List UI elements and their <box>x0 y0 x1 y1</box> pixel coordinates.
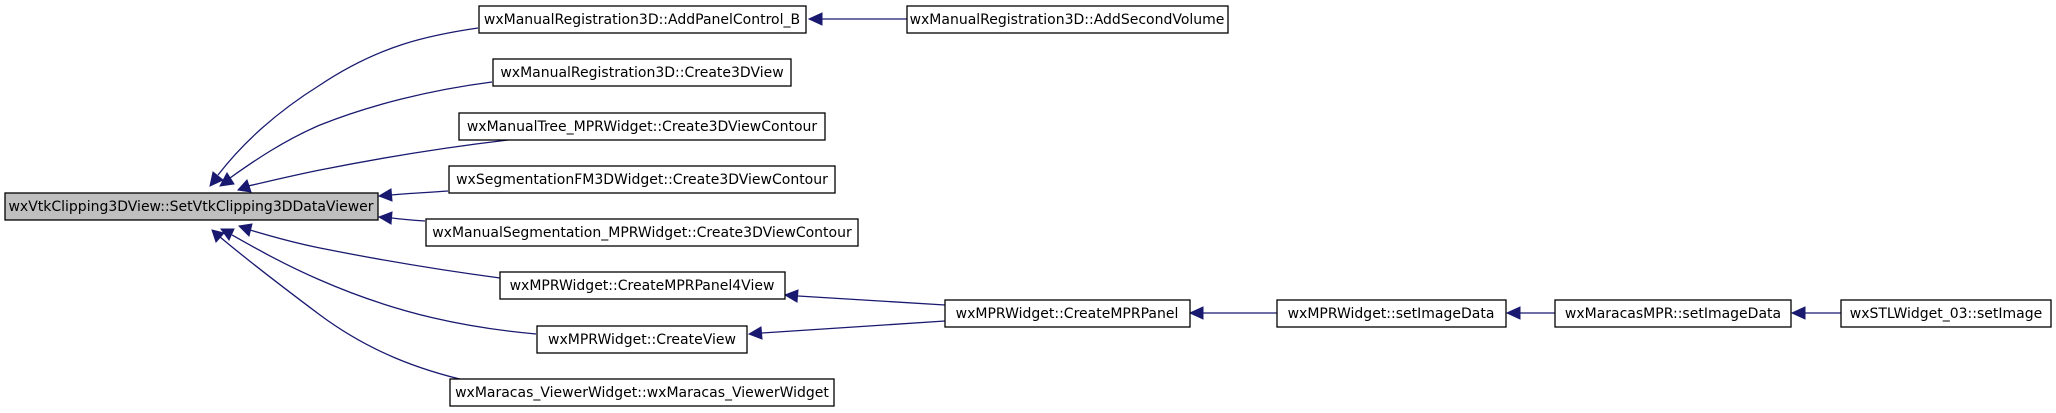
edge-n2-root-arrow <box>219 172 235 187</box>
edge-n11-n10-arrow <box>1505 306 1521 320</box>
edge-n4-root <box>391 190 449 196</box>
node-n1[interactable]: wxManualRegistration3D::AddPanelControl_… <box>478 5 807 34</box>
node-n4-label: wxSegmentationFM3DWidget::Create3DViewCo… <box>456 172 828 188</box>
node-n5-label: wxManualSegmentation_MPRWidget::Create3D… <box>432 225 852 241</box>
edge-n7-root <box>231 234 537 335</box>
edge-n6-root-arrow <box>237 223 253 237</box>
edge-n9-n6 <box>797 295 946 306</box>
node-root[interactable]: wxVtkClipping3DView::SetVtkClipping3DDat… <box>4 192 379 221</box>
node-n7[interactable]: wxMPRWidget::CreateView <box>536 325 748 354</box>
edge-n1-root <box>217 27 479 176</box>
node-n10[interactable]: wxMPRWidget::setImageData <box>1276 299 1507 328</box>
node-n11-label: wxMaracasMPR::setImageData <box>1565 306 1781 322</box>
edge-n10-n9-arrow <box>1188 306 1204 320</box>
edge-n9-n7 <box>761 320 946 334</box>
node-n7-label: wxMPRWidget::CreateView <box>548 332 736 348</box>
node-n1b-label: wxManualRegistration3D::AddSecondVolume <box>910 12 1225 28</box>
edge-n9-n6-arrow <box>783 289 799 303</box>
edge-n5-root-arrow <box>377 211 393 225</box>
edge-n9-n7-arrow <box>747 326 763 340</box>
edge-n8-root <box>219 236 469 382</box>
edge-n4-root-arrow <box>377 188 393 202</box>
node-n9-label: wxMPRWidget::CreateMPRPanel <box>956 306 1179 322</box>
edge-n8-root-arrow <box>211 229 225 243</box>
node-n2[interactable]: wxManualRegistration3D::Create3DView <box>492 58 792 87</box>
nodes-group: wxVtkClipping3DView::SetVtkClipping3DDat… <box>4 5 2052 407</box>
node-n6[interactable]: wxMPRWidget::CreateMPRPanel4View <box>499 271 786 300</box>
edges-group <box>209 12 1841 382</box>
edge-n5-root <box>391 217 426 222</box>
edge-n7-root-arrow <box>220 228 235 241</box>
node-n1-label: wxManualRegistration3D::AddPanelControl_… <box>484 12 800 28</box>
edge-n3-root <box>247 139 509 187</box>
node-n3[interactable]: wxManualTree_MPRWidget::Create3DViewCont… <box>458 112 826 141</box>
edge-n6-root <box>249 229 501 279</box>
node-n2-label: wxManualRegistration3D::Create3DView <box>500 65 783 81</box>
node-n11[interactable]: wxMaracasMPR::setImageData <box>1554 299 1792 328</box>
edge-n3-root-arrow <box>237 179 252 193</box>
edge-n1b-n1-arrow <box>807 12 823 26</box>
node-root-label: wxVtkClipping3DView::SetVtkClipping3DDat… <box>8 199 373 215</box>
node-n5[interactable]: wxManualSegmentation_MPRWidget::Create3D… <box>425 218 859 247</box>
edge-n12-n11-arrow <box>1790 306 1806 320</box>
node-n8-label: wxMaracas_ViewerWidget::wxMaracas_Viewer… <box>455 385 829 401</box>
node-n1b[interactable]: wxManualRegistration3D::AddSecondVolume <box>906 5 1229 34</box>
node-n6-label: wxMPRWidget::CreateMPRPanel4View <box>510 278 775 294</box>
edge-n2-root <box>229 81 493 179</box>
node-n12-label: wxSTLWidget_03::setImage <box>1850 306 2042 322</box>
node-n3-label: wxManualTree_MPRWidget::Create3DViewCont… <box>467 119 818 135</box>
node-n10-label: wxMPRWidget::setImageData <box>1288 306 1495 322</box>
node-n9[interactable]: wxMPRWidget::CreateMPRPanel <box>944 299 1191 328</box>
node-n4[interactable]: wxSegmentationFM3DWidget::Create3DViewCo… <box>448 165 836 194</box>
edge-n1-root-arrow <box>209 171 224 187</box>
node-n8[interactable]: wxMaracas_ViewerWidget::wxMaracas_Viewer… <box>449 378 835 407</box>
node-n12[interactable]: wxSTLWidget_03::setImage <box>1840 299 2052 328</box>
